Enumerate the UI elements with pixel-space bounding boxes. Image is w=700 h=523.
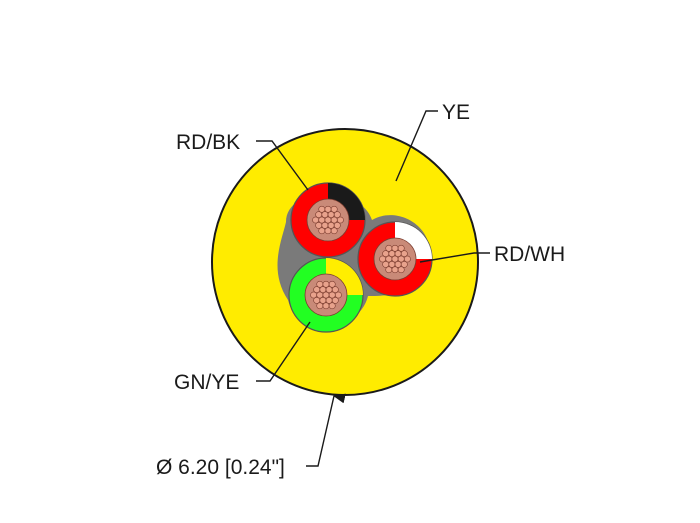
copper-strand [334, 291, 342, 299]
copper-strand [324, 227, 332, 235]
copper-strand [328, 302, 336, 310]
copper-strand [318, 227, 326, 235]
copper-strand [385, 266, 393, 274]
copper-strand [403, 255, 411, 263]
copper-strand [333, 221, 341, 229]
conductor-rd-wh-label: RD/WH [494, 243, 565, 266]
jacket-label: YE [442, 101, 470, 124]
diameter-label: Ø 6.20 [0.24"] [156, 456, 285, 479]
conductor-gn-ye-leader-line [256, 321, 311, 382]
copper-strand [400, 250, 408, 258]
conductor-rd-bk-label: RD/BK [176, 131, 240, 154]
copper-strand [328, 280, 336, 288]
copper-strand [333, 211, 341, 219]
copper-strand [397, 244, 405, 252]
conductor-gn-ye-label: GN/YE [174, 371, 239, 394]
copper-strand [330, 205, 338, 213]
conductor-rd-bk-leader-line [256, 140, 309, 191]
copper-strand [400, 260, 408, 268]
jacket-leader-line [395, 110, 438, 182]
strands-group [310, 205, 411, 310]
copper-strand [331, 286, 339, 294]
copper-strand [331, 296, 339, 304]
copper-strand [316, 302, 324, 310]
diameter-dimension-line [306, 393, 346, 467]
conductor-rd-wh-leader-line [419, 252, 490, 263]
copper-strand [322, 302, 330, 310]
copper-strand [330, 227, 338, 235]
copper-strand [391, 266, 399, 274]
copper-strand [336, 216, 344, 224]
copper-strand [397, 266, 405, 274]
